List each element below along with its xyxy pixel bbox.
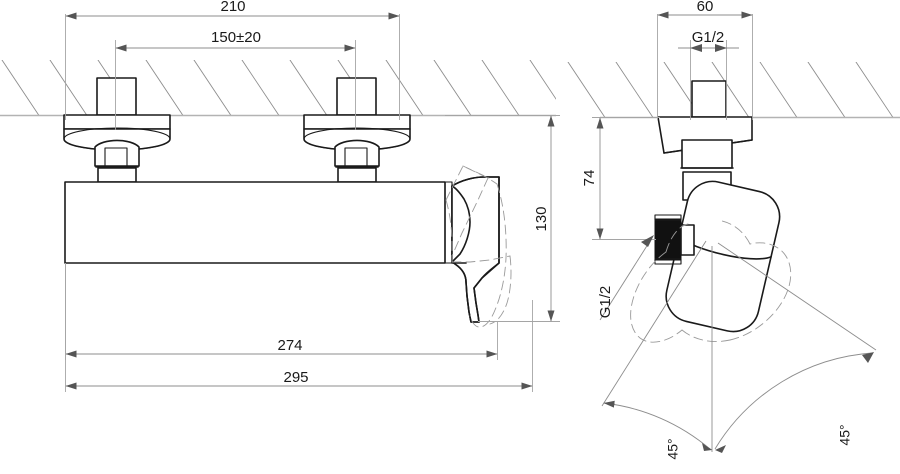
outlet-thread-top-ring: [654, 214, 682, 221]
inlet-shank-left: [97, 167, 137, 183]
arc-45-right: [714, 352, 873, 450]
eccentric-nut-right: [334, 139, 380, 167]
dimension-210: 210: [65, 0, 400, 120]
inlet-shank-side: [681, 139, 733, 169]
leader-arrow-g12-outlet: [641, 235, 654, 247]
dimension-295: 295: [65, 263, 533, 392]
swing-envelope-phantom: [630, 220, 792, 343]
lever-phantom-front: [445, 165, 512, 328]
dim-label-295: 295: [283, 369, 308, 386]
arc-45-left-arrow: [702, 443, 712, 451]
outlet-g12-block: [654, 214, 695, 265]
outlet-thread-solid: [654, 218, 682, 261]
arc-45-right-arrow-end: [862, 352, 874, 363]
dim-label-45-right: 45°: [837, 424, 853, 445]
lever-handle-top-front: [451, 176, 500, 187]
inlet-nipple-side: [691, 80, 727, 118]
dimension-274: 274: [65, 263, 498, 360]
escutcheon-top-right: [303, 114, 411, 130]
dimension-150pm20: 150±20: [115, 29, 356, 130]
dim-label-210: 210: [220, 0, 245, 15]
inlet-nipple-left: [96, 77, 137, 116]
dim-label-130: 130: [533, 206, 550, 231]
side-view-group: 60 G1/2 74 G1/2 45° 45°: [567, 0, 900, 460]
inlet-assembly-right: [303, 77, 411, 183]
wall-hatching-front: [1, 60, 556, 116]
dimension-g12-top: G1/2: [678, 29, 739, 120]
lever-hub-curve-front: [451, 185, 471, 263]
arc-45-left: [603, 400, 711, 450]
leader-line-g12-outlet: [599, 240, 651, 321]
dim-label-74: 74: [581, 170, 598, 187]
dim-label-g12-outlet: G1/2: [597, 286, 614, 319]
inlet-assembly-left: [63, 77, 171, 183]
swing-arc-left: [603, 400, 713, 451]
dimension-74: 74: [581, 117, 660, 240]
lever-handle-outline-front: [454, 176, 500, 323]
eccentric-nut-left: [94, 139, 140, 167]
front-view-group: 210 150±20 130 274 295: [0, 0, 560, 392]
mixer-body-front: [64, 181, 446, 264]
dimension-60: 60: [657, 0, 753, 120]
inlet-nipple-right: [336, 77, 377, 116]
outlet-collar: [680, 224, 695, 256]
dim-label-60: 60: [697, 0, 714, 15]
eccentric-flat-right: [344, 147, 368, 167]
dim-arrow-g12-left: [690, 44, 702, 52]
dimension-130: 130: [445, 115, 560, 322]
escutcheon-top-left: [63, 114, 171, 130]
dim-label-45-left: 45°: [665, 438, 681, 459]
dim-label-274: 274: [277, 337, 302, 354]
arc-45-right-arrow-start: [715, 445, 726, 453]
inlet-shank-right: [337, 167, 377, 183]
dim-label-g12-top: G1/2: [692, 29, 725, 46]
dim-arrow-g12-right: [715, 44, 727, 52]
swing-radial-lines: [601, 240, 877, 452]
eccentric-flat-left: [104, 147, 128, 167]
leader-g12-outlet: G1/2: [597, 235, 654, 321]
swing-arc-right: [714, 352, 874, 453]
dim-label-150pm20: 150±20: [211, 29, 261, 46]
